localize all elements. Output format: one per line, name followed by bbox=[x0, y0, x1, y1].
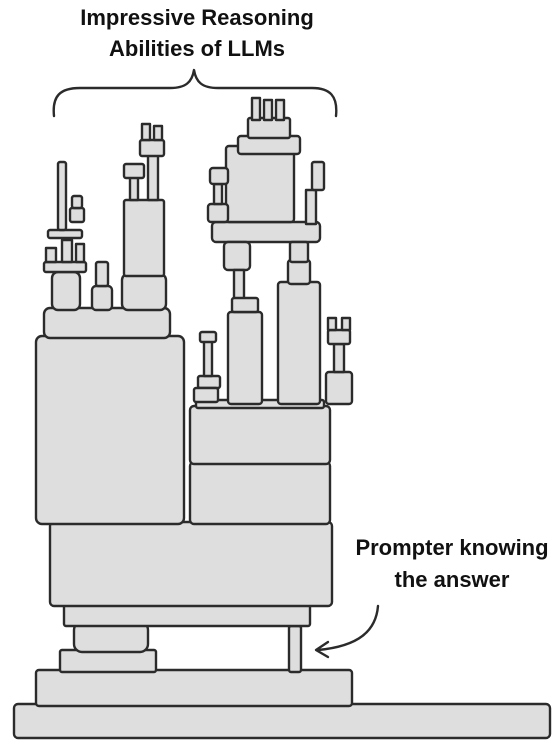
prompter-stick bbox=[287, 624, 303, 674]
lower-beam bbox=[62, 602, 312, 628]
right-nub-1 bbox=[250, 96, 262, 122]
left-cylinder bbox=[50, 270, 82, 312]
ground-slab bbox=[12, 702, 552, 740]
small-pillar-top bbox=[94, 260, 110, 288]
center-left-tall bbox=[122, 198, 166, 278]
base-platform bbox=[34, 668, 354, 708]
left-mini-plank bbox=[46, 228, 84, 240]
annotation-line-1: Prompter knowing bbox=[355, 535, 548, 560]
title-line-1: Impressive Reasoning bbox=[80, 5, 314, 30]
far-right-nub-2 bbox=[340, 316, 352, 332]
left-cube-tiny bbox=[70, 194, 84, 210]
right-nub-3 bbox=[274, 98, 286, 122]
small-pillar bbox=[90, 284, 114, 312]
right-upper-block bbox=[188, 404, 332, 466]
arrow-head bbox=[314, 640, 330, 659]
left-big-block bbox=[34, 334, 186, 526]
title-line-2: Abilities of LLMs bbox=[109, 36, 285, 61]
hanging-cube bbox=[222, 240, 252, 272]
far-right-block bbox=[324, 370, 354, 406]
right-far-cube bbox=[310, 160, 326, 192]
far-right-nub-1 bbox=[326, 316, 338, 332]
left-tiny-1 bbox=[44, 246, 58, 264]
left-capstone bbox=[42, 306, 172, 340]
small-figure-base bbox=[196, 374, 222, 390]
tall-column-right bbox=[276, 280, 322, 406]
large-wide-block bbox=[48, 520, 334, 608]
right-lower-block bbox=[188, 460, 332, 526]
right-side-stick bbox=[212, 182, 224, 206]
center-left-stick-1 bbox=[128, 174, 140, 202]
right-side-cube-1 bbox=[206, 202, 230, 224]
left-tiny-3 bbox=[74, 242, 86, 264]
right-far-stick bbox=[304, 188, 318, 226]
center-left-stick-2 bbox=[146, 152, 160, 202]
right-nub-2 bbox=[262, 98, 274, 122]
tall-column-right-cap bbox=[286, 258, 312, 286]
small-figure-top bbox=[198, 330, 218, 344]
curly-brace bbox=[52, 68, 338, 118]
right-cross-plank bbox=[210, 220, 322, 244]
center-left-cube bbox=[122, 162, 146, 180]
small-base-plate bbox=[58, 648, 158, 674]
tall-column-left bbox=[226, 310, 264, 406]
far-right-stick bbox=[332, 342, 346, 374]
column-cap-top bbox=[288, 240, 310, 264]
center-left-base bbox=[120, 272, 168, 312]
small-figure-foot bbox=[192, 386, 220, 404]
annotation-line-2: the answer bbox=[395, 567, 510, 592]
far-right-top bbox=[326, 328, 352, 346]
left-tiny-2 bbox=[60, 238, 74, 264]
left-small-plank bbox=[42, 260, 88, 274]
right-cube-big bbox=[224, 144, 296, 224]
center-left-nub-1 bbox=[140, 122, 152, 142]
tall-column-left-top bbox=[230, 296, 260, 314]
center-left-nub-2 bbox=[152, 124, 164, 142]
left-cube-small bbox=[68, 206, 86, 224]
small-figure-stick bbox=[202, 338, 214, 378]
right-side-cube-2 bbox=[208, 166, 230, 186]
center-left-cap bbox=[138, 138, 166, 158]
left-needle bbox=[56, 160, 68, 232]
annotation-arrow bbox=[316, 604, 380, 652]
